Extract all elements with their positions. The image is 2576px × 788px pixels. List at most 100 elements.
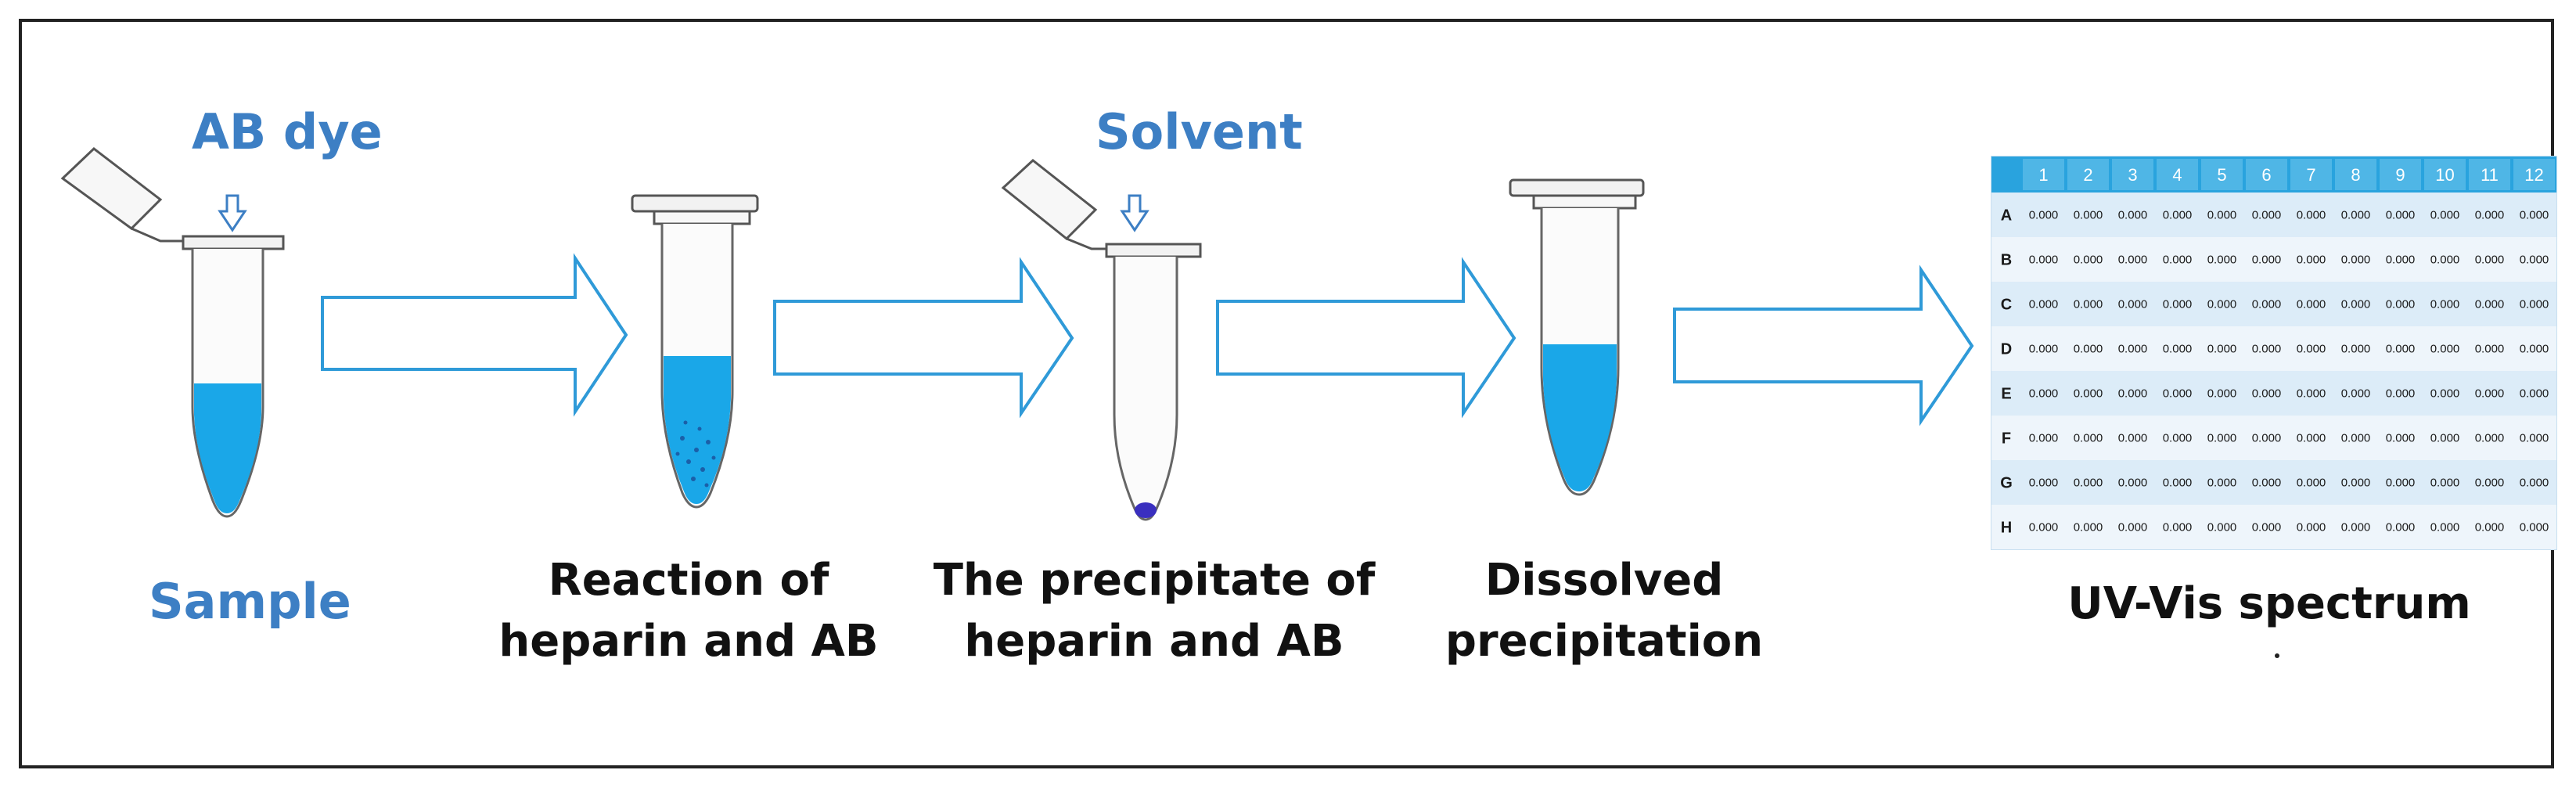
plate-cell-value: 0.000 — [2430, 477, 2460, 490]
plate-cell-value: 0.000 — [2341, 254, 2371, 267]
plate-column-header-cell — [2469, 159, 2510, 190]
plate-cell-value: 0.000 — [2252, 254, 2282, 267]
plate-cell-value: 0.000 — [2520, 477, 2549, 490]
plate-cell-value: 0.000 — [2297, 521, 2326, 534]
plate-cell-value: 0.000 — [2074, 343, 2103, 356]
plate-cell-value: 0.000 — [2341, 298, 2371, 311]
plate-cell-value: 0.000 — [2207, 387, 2237, 401]
plate-cell-value: 0.000 — [2475, 387, 2505, 401]
plate-cell-value: 0.000 — [2252, 387, 2282, 401]
sample-label: Sample — [149, 573, 351, 630]
plate-cell-value: 0.000 — [2430, 343, 2460, 356]
plate-cell-value: 0.000 — [2386, 298, 2416, 311]
precipitate-label-line2: heparin and AB — [964, 616, 1344, 667]
right-arrow-icon — [773, 257, 1074, 419]
plate-cell-value: 0.000 — [2029, 432, 2059, 445]
plate-column-header: 12 — [2524, 165, 2543, 185]
plate-cell-value: 0.000 — [2118, 343, 2148, 356]
plate-cell-value: 0.000 — [2386, 432, 2416, 445]
plate-cell-value: 0.000 — [2118, 521, 2148, 534]
plate-row-label: D — [2001, 341, 2012, 358]
plate-column-header: 3 — [2128, 165, 2137, 185]
plate-column-header-cell — [2380, 159, 2421, 190]
plate-cell-value: 0.000 — [2207, 477, 2237, 490]
plate-cell-value: 0.000 — [2475, 298, 2505, 311]
down-arrow-icon — [218, 194, 247, 232]
plate-cell-value: 0.000 — [2207, 209, 2237, 222]
plate-cell-value: 0.000 — [2074, 209, 2103, 222]
plate-cell-value: 0.000 — [2207, 298, 2237, 311]
plate-cell-value: 0.000 — [2341, 477, 2371, 490]
plate-row — [1991, 505, 2556, 549]
plate-row — [1991, 282, 2556, 326]
plate-cell-value: 0.000 — [2475, 209, 2505, 222]
eppendorf-tube-icon — [1509, 178, 1645, 496]
plate-cell-value: 0.000 — [2118, 477, 2148, 490]
plate-cell-value: 0.000 — [2520, 254, 2549, 267]
plate-cell-value: 0.000 — [2029, 209, 2059, 222]
plate-column-header-cell — [2157, 159, 2198, 190]
plate-cell-value: 0.000 — [2297, 298, 2326, 311]
plate-row-label: B — [2001, 252, 2012, 269]
plate-cell-value: 0.000 — [2207, 521, 2237, 534]
precipitate-pellet — [1135, 502, 1157, 518]
plate-column-header-cell — [2201, 159, 2243, 190]
down-arrow-icon — [1120, 194, 1149, 232]
plate-cell-value: 0.000 — [2297, 254, 2326, 267]
plate-cell-value: 0.000 — [2163, 387, 2193, 401]
plate-column-header: 2 — [2083, 165, 2092, 185]
plate-cell-value: 0.000 — [2163, 209, 2193, 222]
precipitate-tube: Solvent The precipitate of heparin and A… — [934, 103, 1376, 667]
plate-cell-value: 0.000 — [2029, 387, 2059, 401]
plate-cell-value: 0.000 — [2118, 432, 2148, 445]
plate-cell-value: 0.000 — [2341, 432, 2371, 445]
plate-cell-value: 0.000 — [2029, 343, 2059, 356]
plate-cell-value: 0.000 — [2386, 387, 2416, 401]
eppendorf-tube-icon — [631, 194, 759, 509]
plate-cell-value: 0.000 — [2163, 254, 2193, 267]
plate-column-header: 5 — [2217, 165, 2226, 185]
plate-cell-value: 0.000 — [2297, 209, 2326, 222]
plate-cell-value: 0.000 — [2252, 477, 2282, 490]
plate-cell-value: 0.000 — [2252, 521, 2282, 534]
plate-row — [1991, 237, 2556, 282]
plate-cell-value: 0.000 — [2386, 521, 2416, 534]
plate-cell-value: 0.000 — [2074, 432, 2103, 445]
plate-cell-value: 0.000 — [2163, 521, 2193, 534]
plate-cell-value: 0.000 — [2207, 432, 2237, 445]
plate-row-label: G — [2000, 475, 2013, 492]
plate-cell-value: 0.000 — [2520, 298, 2549, 311]
plate-cell-value: 0.000 — [2386, 209, 2416, 222]
plate-cell-value: 0.000 — [2118, 254, 2148, 267]
uv-vis-label: UV-Vis spectrum — [2067, 578, 2470, 629]
plate-row — [1991, 460, 2556, 505]
plate-cell-value: 0.000 — [2252, 432, 2282, 445]
plate-cell-value: 0.000 — [2163, 432, 2193, 445]
plate-cell-value: 0.000 — [2029, 298, 2059, 311]
plate-cell-value: 0.000 — [2297, 477, 2326, 490]
plate-cell-value: 0.000 — [2520, 343, 2549, 356]
plate-cell-value: 0.000 — [2297, 387, 2326, 401]
plate-cell-value: 0.000 — [2430, 432, 2460, 445]
plate-cell-value: 0.000 — [2252, 298, 2282, 311]
plate-cell-value: 0.000 — [2074, 254, 2103, 267]
plate-cell-value: 0.000 — [2252, 343, 2282, 356]
plate-cell-value: 0.000 — [2029, 254, 2059, 267]
plate-cell-value: 0.000 — [2430, 298, 2460, 311]
plate-cell-value: 0.000 — [2341, 209, 2371, 222]
plate-cell-value: 0.000 — [2386, 343, 2416, 356]
plate-cell-value: 0.000 — [2118, 209, 2148, 222]
eppendorf-tube-icon — [1001, 159, 1202, 521]
plate-cell-value: 0.000 — [2520, 432, 2549, 445]
plate-cell-value: 0.000 — [2475, 254, 2505, 267]
plate-cell-value: 0.000 — [2430, 521, 2460, 534]
plate-column-header-cell — [2112, 159, 2153, 190]
plate-column-header: 11 — [2481, 165, 2499, 185]
plate-cell-value: 0.000 — [2386, 477, 2416, 490]
plate-cell-value: 0.000 — [2163, 343, 2193, 356]
plate-cell-value: 0.000 — [2163, 477, 2193, 490]
plate-column-header-cell — [2424, 159, 2466, 190]
plate-cell-value: 0.000 — [2475, 432, 2505, 445]
dissolved-tube: Dissolved precipitation — [1445, 178, 1763, 667]
plate-cell-value: 0.000 — [2297, 343, 2326, 356]
